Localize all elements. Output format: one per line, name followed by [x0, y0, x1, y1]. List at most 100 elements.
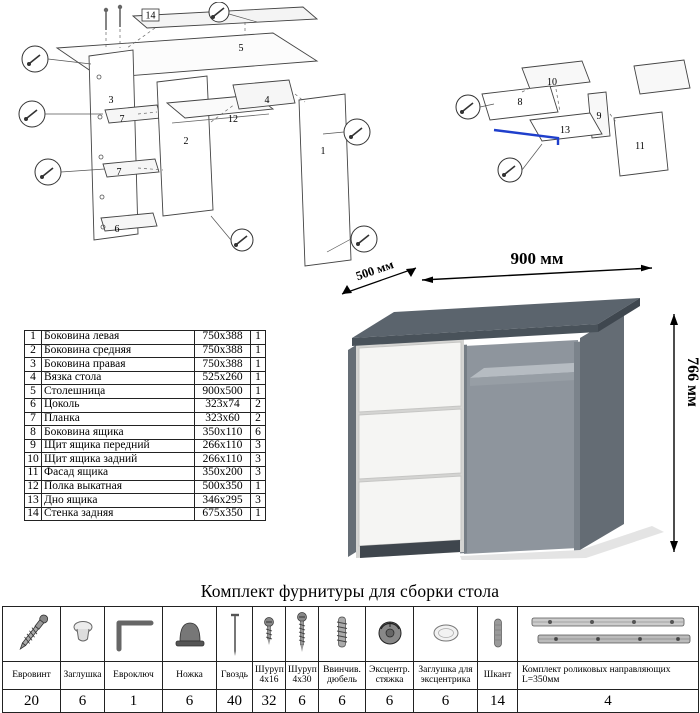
dim-height-arrow [670, 314, 678, 552]
dim-depth-label: 500 мм [354, 257, 396, 283]
dim-width-label: 900 мм [511, 250, 564, 268]
part-qty: 3 [250, 493, 266, 508]
part-label: 8 [518, 97, 523, 108]
dim-depth-arrow [341, 267, 417, 295]
wood-dowel-icon [493, 618, 502, 648]
screw-long-icon [297, 612, 307, 652]
part-number: 5 [24, 384, 42, 399]
desk-render: 900 мм 500 мм 766 мм [341, 250, 700, 560]
part-qty: 3 [250, 465, 266, 481]
part-label: 10 [547, 77, 557, 88]
drawer-slide-highlight [493, 128, 560, 145]
part-name: Щит ящика задний [41, 452, 195, 467]
hardware-name: Евроключ [104, 661, 163, 690]
part-name: Планка [41, 411, 195, 427]
part-number: 7 [24, 411, 42, 427]
hardware-icon-cell [162, 606, 217, 662]
part-size: 323x60 [194, 411, 251, 427]
part-label: 2 [184, 136, 189, 147]
nail-icon [230, 613, 239, 656]
part-qty: 2 [250, 397, 266, 413]
part-label: 7 [120, 114, 125, 125]
part-size: 750x388 [194, 330, 251, 345]
part-size: 266x110 [194, 438, 251, 454]
part-size: 525x260 [194, 370, 251, 386]
part-qty: 6 [250, 425, 266, 440]
hardware-qty: 6 [413, 689, 478, 713]
part-size: 266x110 [194, 452, 251, 467]
part-name: Цоколь [41, 397, 195, 413]
part-label: 1 [321, 146, 326, 157]
hardware-icon-row [2, 606, 699, 662]
hardware-qty: 40 [216, 689, 253, 713]
hardware-name: Евровинт [2, 661, 61, 690]
hardware-name: Гвоздь [216, 661, 253, 690]
part-size: 350x110 [194, 425, 251, 440]
part-label: 11 [635, 141, 645, 152]
hardware-name: Ножка [162, 661, 217, 690]
hardware-name: Эксцентр. стяжка [365, 661, 414, 690]
part-size: 323x74 [194, 397, 251, 413]
hardware-icon-cell [2, 606, 61, 662]
part-size: 675x350 [194, 506, 251, 522]
part-qty: 1 [250, 370, 266, 386]
part-name: Боковина средняя [41, 343, 195, 359]
exploded-view-drawer: 10 8 9 13 11 [455, 59, 691, 183]
part-qty: 1 [250, 357, 266, 372]
hardware-icon-cell [216, 606, 253, 662]
part-size: 750x388 [194, 343, 251, 359]
drawer-slides-icon [531, 617, 691, 644]
euro-screw-icon [19, 614, 48, 650]
part-label: 7 [117, 167, 122, 178]
part-qty: 1 [250, 479, 266, 495]
part-name: Боковина левая [41, 330, 195, 345]
hardware-qty: 6 [60, 689, 105, 713]
part-size: 350x200 [194, 465, 251, 481]
part-number: 9 [24, 438, 42, 454]
part-number: 6 [24, 397, 42, 413]
hardware-icon-cell [517, 606, 699, 662]
hardware-qty: 6 [162, 689, 217, 713]
hardware-icon-cell [365, 606, 414, 662]
hardware-qty: 32 [252, 689, 286, 713]
part-label: 3 [109, 95, 114, 106]
part-qty: 2 [250, 411, 266, 427]
part-number: 1 [24, 330, 42, 345]
hardware-name: Заглушка [60, 661, 105, 690]
part-name: Боковина правая [41, 357, 195, 372]
hardware-qty: 1 [104, 689, 163, 713]
part-name: Щит ящика передний [41, 438, 195, 454]
part-size: 500x350 [194, 479, 251, 495]
screw-short-icon [264, 617, 274, 645]
part-name: Вязка стола [41, 370, 195, 386]
hardware-name: Ввинчив. дюбель [318, 661, 366, 690]
part-qty: 1 [250, 343, 266, 359]
hardware-name: Заглушка для эксцентрика [413, 661, 478, 690]
hardware-qty-row: 20 6 1 6 40 32 6 6 6 6 14 4 [2, 689, 699, 713]
hardware-name-row: Евровинт Заглушка Евроключ Ножка Гвоздь … [2, 661, 699, 690]
cap-icon [73, 621, 92, 642]
part-qty: 3 [250, 438, 266, 454]
part-size: 346x295 [194, 493, 251, 508]
part-number: 10 [24, 452, 42, 467]
hardware-icon-cell [413, 606, 478, 662]
part-number: 8 [24, 425, 42, 440]
part-size: 750x388 [194, 357, 251, 372]
dim-width-arrow [421, 264, 653, 283]
part-number: 2 [24, 343, 42, 359]
hardware-icon-cell [252, 606, 286, 662]
part-number: 11 [24, 465, 42, 481]
part-name: Боковина ящика [41, 425, 195, 440]
hardware-name: Шуруп 4x16 [252, 661, 286, 690]
